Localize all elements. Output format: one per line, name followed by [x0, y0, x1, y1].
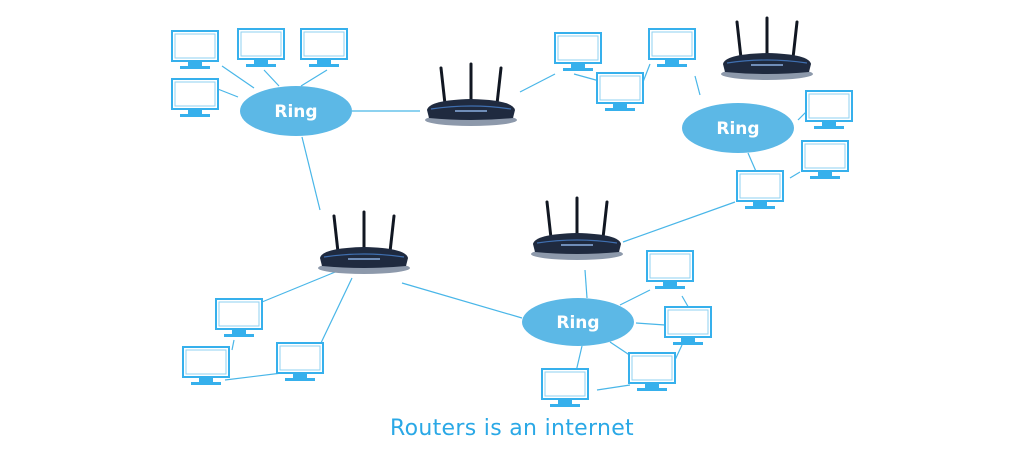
connection-line [694, 75, 701, 96]
router-icon [719, 16, 815, 82]
connection-line [619, 289, 651, 306]
monitor-icon [541, 368, 589, 408]
monitor-icon [646, 250, 694, 290]
connection-lines [194, 63, 809, 391]
connection-line [642, 63, 651, 83]
connection-line [319, 277, 353, 346]
monitor-icon [554, 32, 602, 72]
ring-label: Ring [716, 119, 759, 139]
connection-line [224, 372, 283, 381]
connection-line [301, 136, 321, 211]
monitor-icon [182, 346, 230, 386]
ring-shape [522, 298, 634, 346]
monitor-icon [276, 342, 324, 382]
connection-line [519, 73, 556, 93]
monitor-icon [805, 90, 853, 130]
monitor-icon [736, 170, 784, 210]
monitor-icon [171, 30, 219, 70]
ring-top-left: Ring [240, 86, 352, 136]
connection-line [674, 344, 683, 361]
monitor-icon [300, 28, 348, 68]
monitor-icon [628, 352, 676, 392]
monitor-icon [215, 298, 263, 338]
connection-line [401, 282, 523, 319]
monitor-nodes [171, 28, 853, 408]
monitor-icon [171, 78, 219, 118]
ring-label: Ring [556, 313, 599, 333]
connection-line [622, 201, 736, 243]
connection-line [261, 267, 346, 303]
router-icon [423, 62, 519, 128]
monitor-icon [801, 140, 849, 180]
connection-line [789, 171, 801, 179]
monitor-icon [664, 306, 712, 346]
monitor-icon [648, 28, 696, 68]
connection-line [635, 322, 666, 326]
router-icon [529, 196, 625, 262]
connection-line [596, 384, 631, 391]
ring-shape [240, 86, 352, 136]
diagram-caption: Routers is an internet [390, 416, 634, 441]
ring-top-right: Ring [682, 103, 794, 153]
ring-label: Ring [274, 102, 317, 122]
connection-line [221, 65, 255, 89]
router-icon [316, 210, 412, 276]
monitor-icon [596, 72, 644, 112]
ring-shape [682, 103, 794, 153]
connection-line [300, 69, 328, 87]
connection-line [263, 69, 280, 87]
monitor-icon [237, 28, 285, 68]
ring-bottom-center: Ring [522, 298, 634, 346]
connection-line [584, 269, 588, 299]
connection-line [231, 339, 235, 351]
